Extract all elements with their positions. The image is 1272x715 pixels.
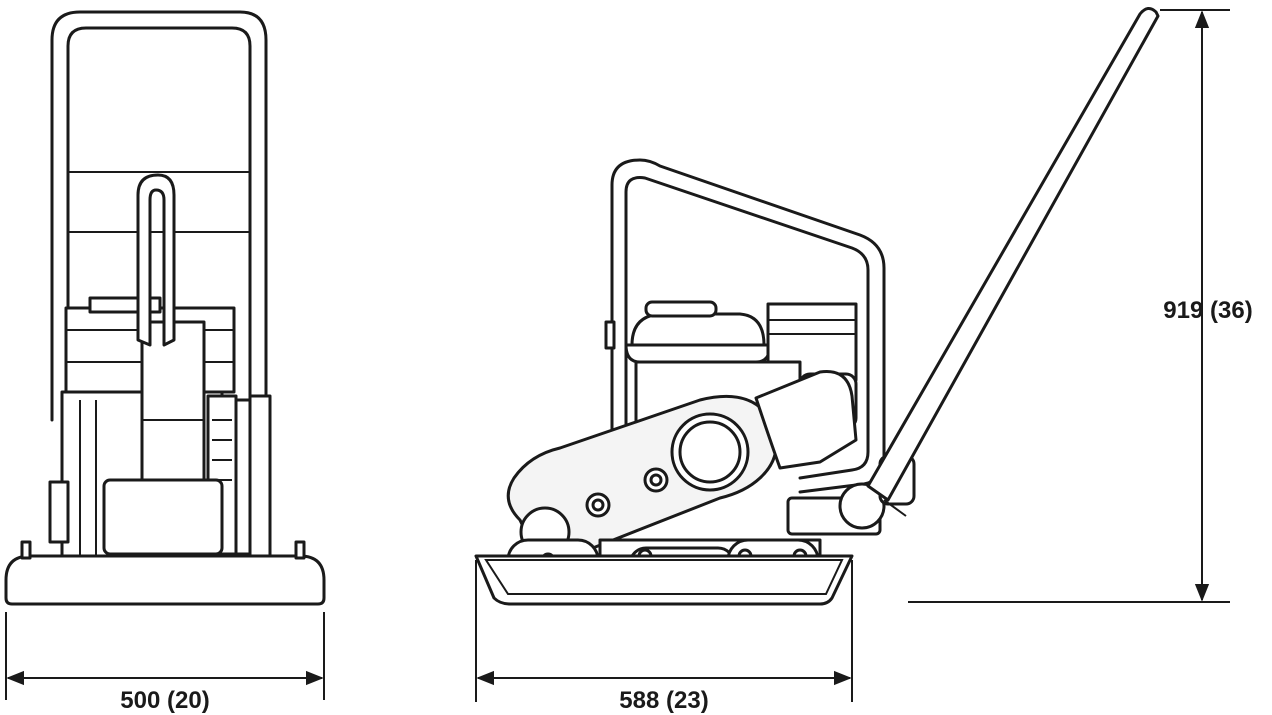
front-width-dimension: 500 (20) (5, 612, 325, 714)
front-view (4, 10, 326, 606)
side-length-dimension: 588 (23) (475, 560, 853, 714)
side-length-label: 588 (23) (619, 687, 708, 714)
front-width-label: 500 (20) (120, 687, 209, 714)
side-view (474, 7, 1160, 606)
height-dimension: 919 (36) (908, 9, 1253, 603)
height-label: 919 (36) (1163, 297, 1252, 324)
